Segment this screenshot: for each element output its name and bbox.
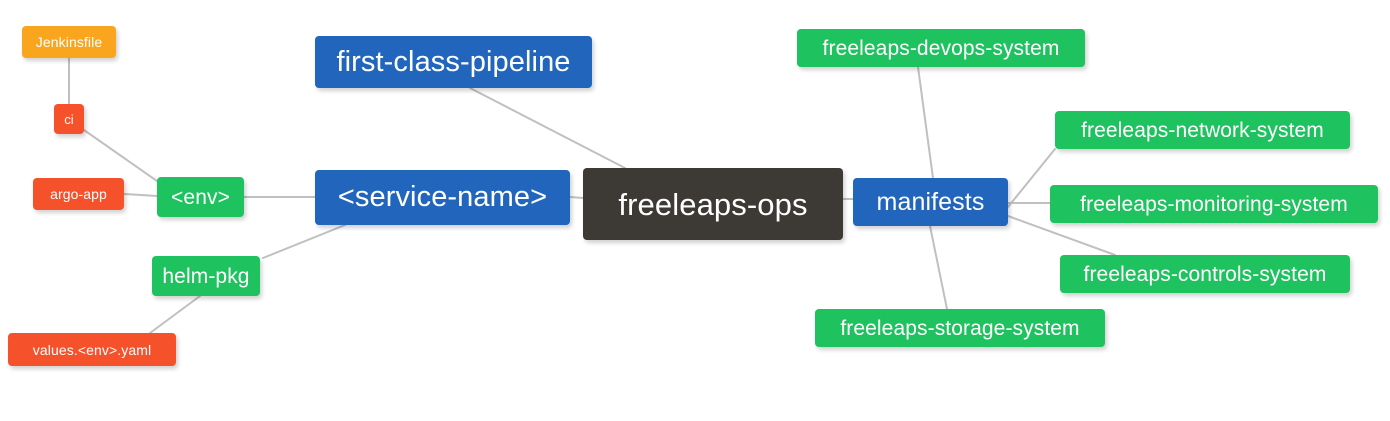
node-valuesyaml[interactable]: values.<env>.yaml (8, 333, 176, 366)
node-label-jenkinsfile: Jenkinsfile (35, 34, 103, 50)
node-root[interactable]: freeleaps-ops (583, 168, 843, 240)
edge-manifests-to-storage (929, 225, 948, 310)
edge-service-to-root (569, 196, 584, 199)
edge-valuesyaml-to-helm (149, 295, 201, 334)
node-label-ci: ci (64, 111, 74, 127)
node-label-monitoring: freeleaps-monitoring-system (1080, 192, 1348, 216)
edge-pipeline-to-root (469, 87, 626, 169)
node-label-service: <service-name> (337, 181, 548, 213)
node-label-argoapp: argo-app (50, 186, 107, 202)
node-label-pipeline: first-class-pipeline (336, 45, 571, 78)
node-label-storage: freeleaps-storage-system (840, 316, 1080, 340)
node-label-root: freeleaps-ops (618, 186, 808, 222)
node-network[interactable]: freeleaps-network-system (1055, 111, 1350, 149)
node-ci[interactable]: ci (54, 104, 84, 134)
node-jenkinsfile[interactable]: Jenkinsfile (22, 26, 116, 58)
node-monitoring[interactable]: freeleaps-monitoring-system (1050, 185, 1378, 223)
node-label-manifests: manifests (876, 187, 985, 216)
node-devops[interactable]: freeleaps-devops-system (797, 29, 1085, 67)
edge-manifests-to-devops (917, 66, 934, 179)
node-label-helm: helm-pkg (162, 264, 250, 288)
node-label-devops: freeleaps-devops-system (822, 36, 1060, 60)
node-service[interactable]: <service-name> (315, 170, 570, 225)
node-controls[interactable]: freeleaps-controls-system (1060, 255, 1350, 293)
node-pipeline[interactable]: first-class-pipeline (315, 36, 592, 88)
node-label-env: <env> (171, 185, 230, 209)
node-label-network: freeleaps-network-system (1081, 118, 1324, 142)
node-argoapp[interactable]: argo-app (33, 178, 124, 210)
edge-ci-to-env (83, 129, 158, 182)
node-label-valuesyaml: values.<env>.yaml (32, 341, 152, 358)
node-helm[interactable]: helm-pkg (152, 256, 260, 296)
node-storage[interactable]: freeleaps-storage-system (815, 309, 1105, 347)
edge-helm-to-service (262, 224, 346, 259)
edge-argoapp-to-env (123, 193, 158, 197)
edge-manifests-to-network (1007, 148, 1056, 208)
node-label-controls: freeleaps-controls-system (1083, 262, 1327, 286)
node-manifests[interactable]: manifests (853, 178, 1008, 226)
node-env[interactable]: <env> (157, 177, 244, 217)
